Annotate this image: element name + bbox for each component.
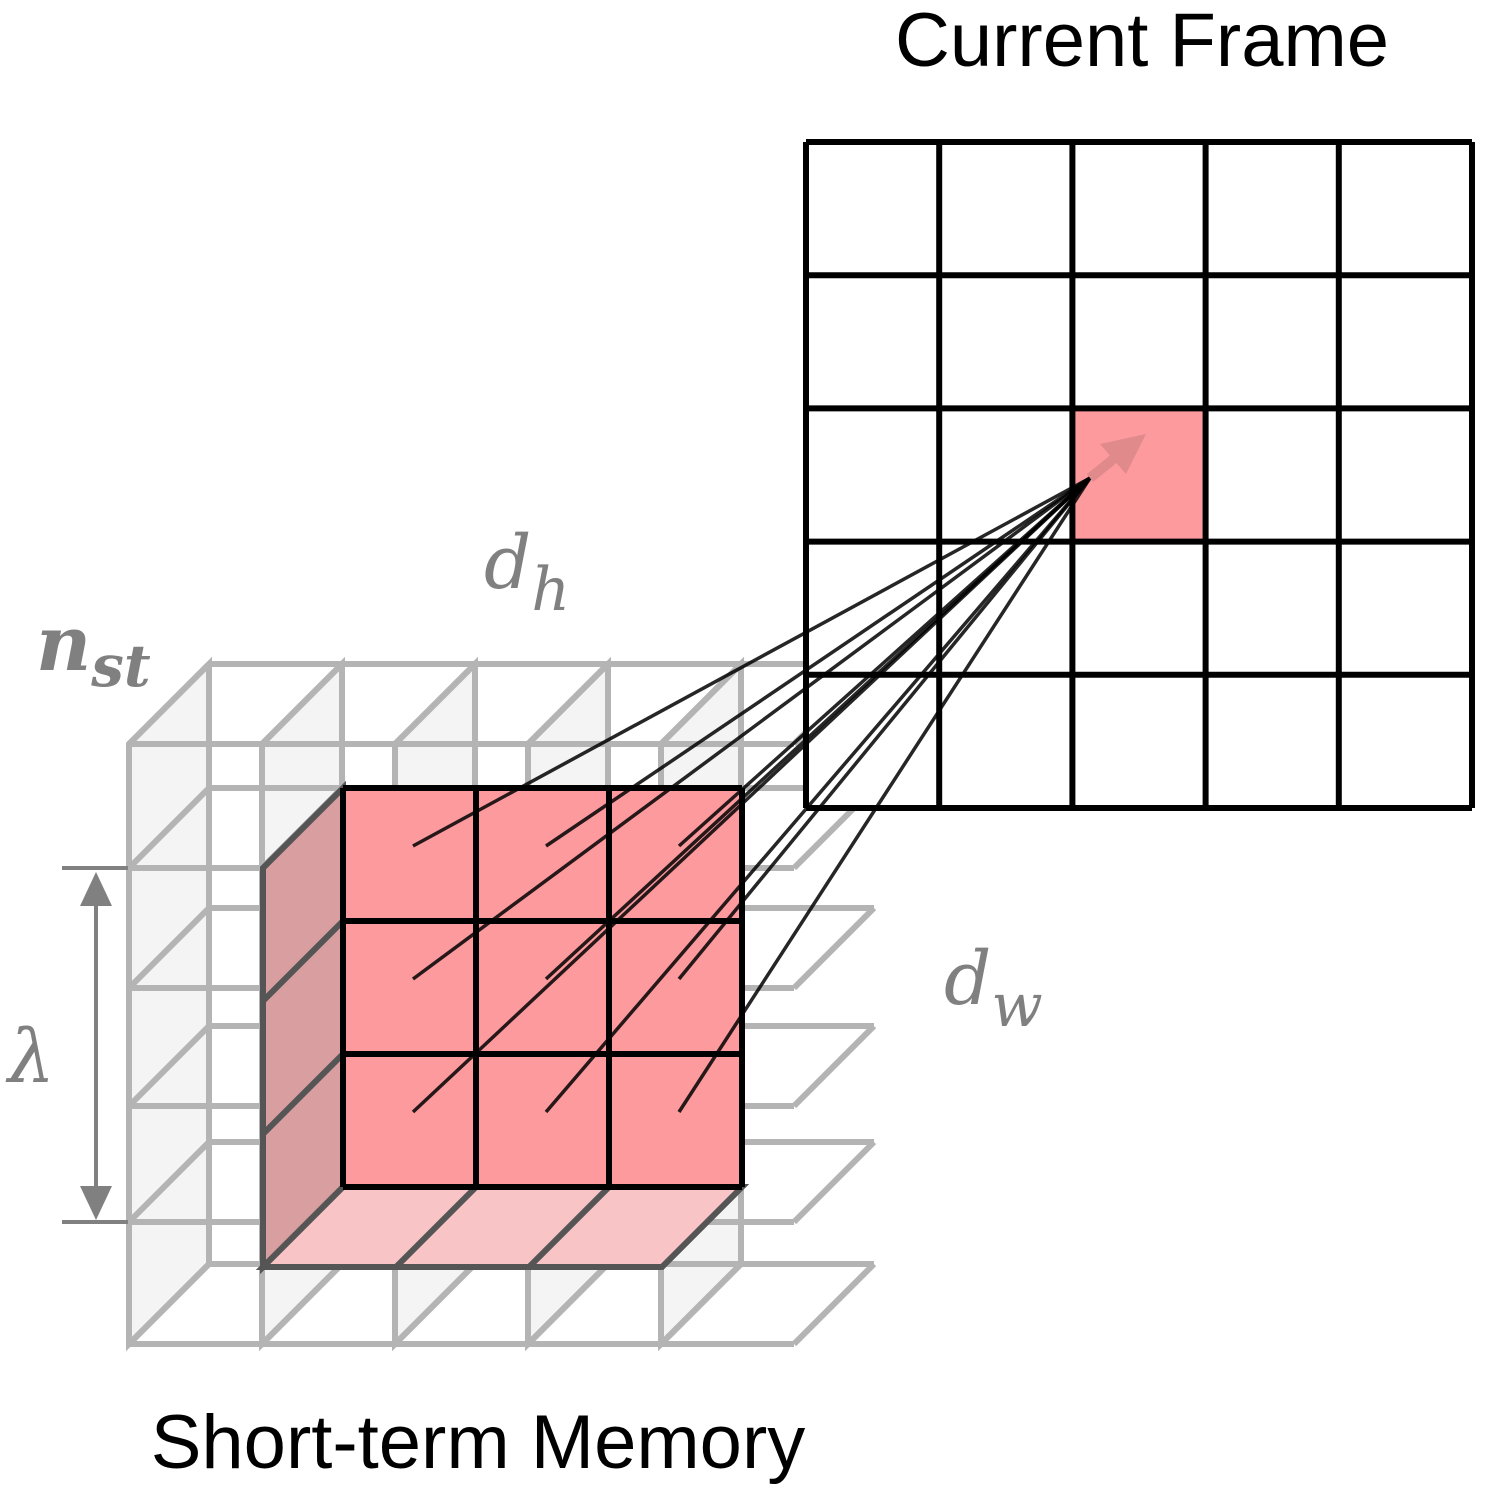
memory-depth-edge [658,661,744,747]
memory-attention-window [255,780,750,1275]
nst-symbol: nst [36,599,151,700]
memory-depth-edge [392,661,478,747]
attention-arrow-head [1100,434,1146,474]
attention-line [411,476,1092,1114]
memory-depth-edge [126,1261,212,1347]
memory-depth-edge [259,661,345,747]
memory-depth-edge [658,1261,744,1347]
memory-depth-edge [126,1139,212,1225]
memory-window-bottom-edge [526,1184,612,1270]
dw-symbol: dw [944,936,1043,1041]
memory-depth-edge [525,1261,611,1347]
memory-depth-edge [126,785,212,871]
memory-window-front-face [343,788,742,1187]
memory-depth-edge [525,661,611,747]
memory-depth-edge [259,1261,345,1347]
memory-depth-edge [791,1261,877,1347]
memory-depth-edge [791,1023,877,1109]
memory-window-side-edge [260,918,346,1004]
memory-depth-edge [126,1023,212,1109]
attention-line [411,476,1092,981]
attention-line [412,476,1091,848]
memory-slab-plane [126,656,212,1352]
attention-lines [411,434,1146,1114]
current-frame-title: Current Frame [895,0,1389,83]
short-term-memory-caption: Short-term Memory [151,1400,806,1485]
attention-line [544,476,1092,1114]
memory-depth-edge [791,905,877,991]
current-frame-grid [803,139,1475,811]
attention-line [545,476,1091,848]
attention-line [677,477,1092,1113]
memory-depth-edge [126,661,212,747]
memory-window-bottom-face [255,1184,750,1270]
memory-depth-edge [126,905,212,991]
memory-window-bottom-edge [393,1184,479,1270]
dh-symbol: dh [484,520,570,625]
lambda-dimension-arrow [62,866,128,1224]
memory-depth-edge [392,1261,478,1347]
lambda-symbol: λ [5,1014,55,1100]
memory-window-side-edge [260,1051,346,1137]
attention-line [677,476,1092,981]
memory-depth-edge [791,1139,877,1225]
